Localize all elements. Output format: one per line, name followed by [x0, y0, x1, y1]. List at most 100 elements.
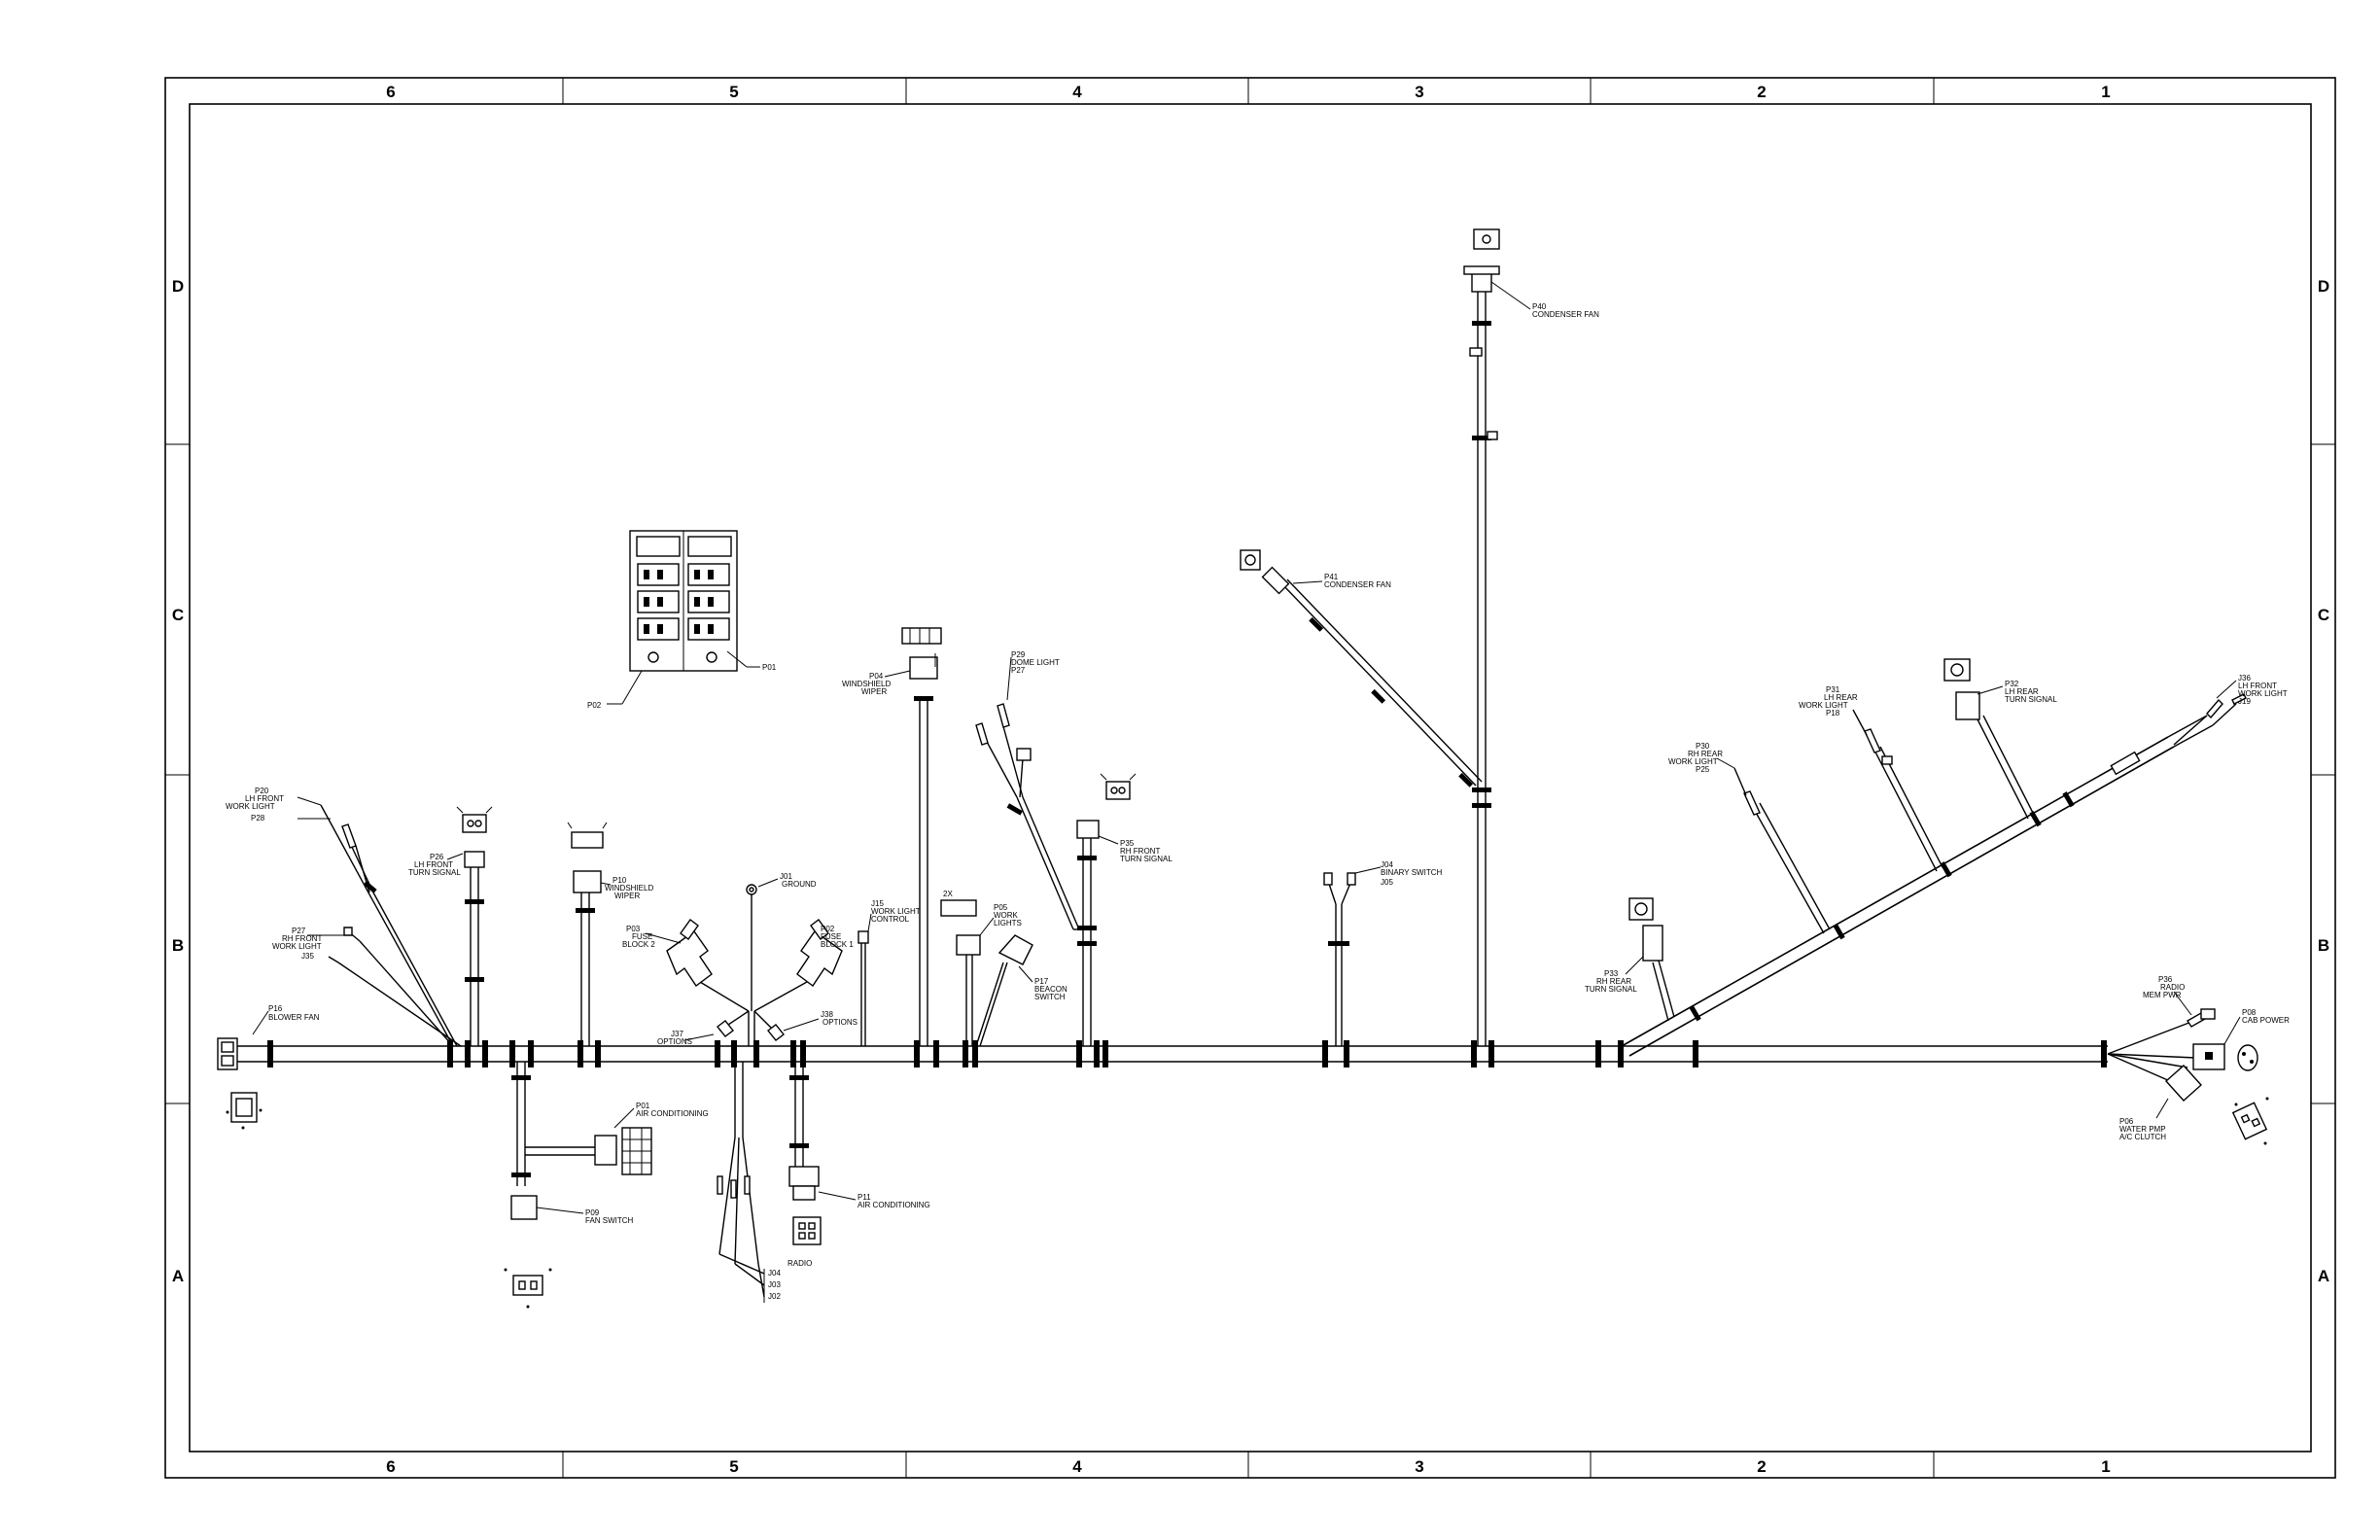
col-label: 3: [1415, 1457, 1423, 1476]
label-p01b: P01: [636, 1102, 650, 1110]
label-p09: P09: [585, 1208, 600, 1217]
label-j19: J19: [2238, 697, 2251, 706]
branch-p05-p17: 2X P05 WORK LIGHTS P17 BEACON SWITCH: [940, 890, 1068, 1047]
label-work-light: WORK LIGHT: [272, 942, 322, 951]
right-end-connectors: P36 RADIO MEM PWR P08 CAB POWER P06 WATE…: [2119, 975, 2290, 1145]
label-p20: P20: [255, 787, 269, 795]
label-j05: J05: [1381, 878, 1393, 887]
label-rh-front: RH FRONT: [1120, 847, 1160, 856]
col-label: 1: [2101, 1457, 2110, 1476]
row-label: C: [172, 606, 184, 624]
branch-p29-dome-light: P29 DOME LIGHT P27: [975, 650, 1080, 930]
label-p02: P02: [587, 701, 602, 710]
label-p25: P25: [1696, 765, 1710, 774]
branch-p04-windshield-wiper: P04 WINDSHIELD WIPER: [842, 627, 942, 1046]
label-p16: P16: [268, 1004, 283, 1013]
label-radio: RADIO: [788, 1259, 812, 1268]
label-p40: P40: [1532, 302, 1547, 311]
label-p26: P26: [430, 853, 444, 861]
label-p27: P27: [292, 927, 306, 935]
label-turn-signal: TURN SIGNAL: [408, 868, 461, 877]
col-label: 4: [1072, 83, 1082, 101]
label-options: OPTIONS: [822, 1018, 858, 1027]
col-label: 5: [729, 83, 738, 101]
label-j37: J37: [671, 1030, 683, 1038]
col-label: 6: [386, 1457, 395, 1476]
column-labels-bottom: 6 5 4 3 2 1: [386, 1457, 2110, 1476]
label-block1: BLOCK 1: [821, 940, 854, 949]
label-p30: P30: [1696, 742, 1710, 751]
label-work: WORK: [994, 911, 1019, 920]
label-work-light: WORK LIGHT: [871, 907, 921, 916]
branch-p10-windshield-wiper: P10 WINDSHIELD WIPER: [567, 822, 653, 1046]
label-turn-signal: TURN SIGNAL: [2005, 695, 2057, 704]
trunk-clips: [222, 1040, 2107, 1068]
label-work-light: WORK LIGHT: [226, 802, 275, 811]
label-j01: J01: [780, 872, 792, 881]
label-blower-fan: BLOWER FAN: [268, 1013, 320, 1022]
label-wiper: WIPER: [614, 892, 640, 900]
label-work-light: WORK LIGHT: [1799, 701, 1848, 710]
label-turn-signal: TURN SIGNAL: [1585, 985, 1637, 994]
label-turn-signal: TURN SIGNAL: [1120, 855, 1172, 863]
branch-p32-lh-rear-turn-signal: P32 LH REAR TURN SIGNAL: [1943, 658, 2057, 820]
label-control: CONTROL: [871, 915, 910, 924]
branch-p35-rh-front-turn-signal: P35 RH FRONT TURN SIGNAL: [1073, 773, 1172, 1046]
label-j15: J15: [871, 899, 884, 908]
fuse-blocks-p02-p01: P02 P01: [587, 530, 777, 710]
branch-p40-condenser-fan: P40 CONDENSER FAN: [1463, 228, 1599, 1046]
branch-j04-binary-switch: J04 BINARY SWITCH J05: [1323, 860, 1442, 1046]
label-p18: P18: [1826, 709, 1840, 718]
branch-p31-lh-rear-work-light: P31 LH REAR WORK LIGHT P18: [1799, 685, 1943, 872]
label-wiper: WIPER: [861, 687, 887, 696]
label-work-light: WORK LIGHT: [2238, 689, 2288, 698]
label-lh-rear: LH REAR: [2005, 687, 2039, 696]
row-label: C: [2318, 606, 2329, 624]
row-label: D: [2318, 277, 2329, 296]
col-label: 6: [386, 83, 395, 101]
label-binary-switch: BINARY SWITCH: [1381, 868, 1442, 877]
label-lights: LIGHTS: [994, 919, 1022, 928]
label-lh-front: LH FRONT: [2238, 682, 2277, 690]
label-dome-light: DOME LIGHT: [1011, 658, 1060, 667]
label-ac-clutch: A/C CLUTCH: [2119, 1133, 2166, 1141]
label-p01: P01: [762, 663, 777, 672]
branch-p26-lh-front-turn-signal: P26 LH FRONT TURN SIGNAL: [408, 806, 493, 1046]
row-label: B: [2318, 936, 2329, 955]
label-p08: P08: [2242, 1008, 2257, 1017]
branch-fuse-block-connectors: P03 FUSE BLOCK 2 P02 FUSE BLOCK 1 J01 GR…: [622, 872, 858, 1046]
label-rh-rear: RH REAR: [1688, 750, 1723, 758]
label-j03: J03: [768, 1280, 781, 1289]
label-j04b: J04: [768, 1269, 781, 1278]
label-condenser-fan: CONDENSER FAN: [1532, 310, 1599, 319]
row-label: D: [172, 277, 184, 296]
label-water-pmp: WATER PMP: [2119, 1125, 2166, 1134]
label-beacon: BEACON: [1034, 985, 1068, 994]
col-label: 1: [2101, 83, 2110, 101]
branch-radio: J04 J03 J02 RADIO: [717, 1062, 812, 1303]
label-cab-power: CAB POWER: [2242, 1016, 2290, 1025]
label-p33: P33: [1604, 969, 1619, 978]
label-p41: P41: [1324, 573, 1339, 581]
label-p17: P17: [1034, 977, 1049, 986]
label-lh-front: LH FRONT: [245, 794, 284, 803]
label-p27b: P27: [1011, 666, 1026, 675]
label-p36: P36: [2158, 975, 2173, 984]
col-label: 2: [1757, 1457, 1766, 1476]
p16-blower-fan: P16 BLOWER FAN: [217, 1004, 320, 1130]
branch-p30-rh-rear-work-light: P30 RH REAR WORK LIGHT P25: [1668, 742, 1831, 934]
label-air-conditioning: AIR CONDITIONING: [858, 1201, 930, 1209]
label-2x: 2X: [943, 890, 953, 898]
col-label: 5: [729, 1457, 738, 1476]
label-p31: P31: [1826, 685, 1840, 694]
label-switch: SWITCH: [1034, 993, 1066, 1001]
branch-p33-rh-rear-turn-signal: P33 RH REAR TURN SIGNAL: [1585, 897, 1675, 1022]
label-fuse: FUSE: [632, 932, 652, 941]
column-labels-top: 6 5 4 3 2 1: [386, 83, 2110, 101]
label-options: OPTIONS: [657, 1037, 692, 1046]
label-fuse: FUSE: [821, 932, 841, 941]
label-p32: P32: [2005, 680, 2019, 688]
row-label: A: [2318, 1267, 2329, 1285]
label-p10: P10: [612, 876, 627, 885]
